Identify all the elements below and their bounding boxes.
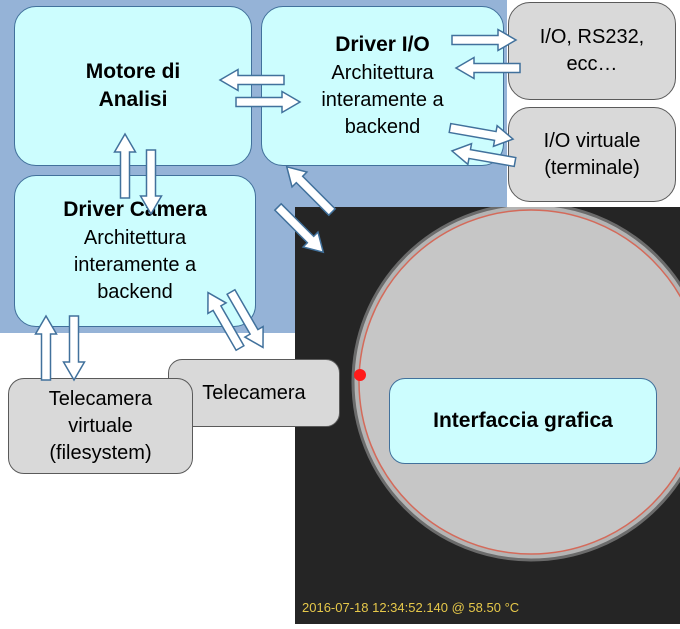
driver-io-line1: Architettura [331, 61, 434, 84]
telecamera-virtuale-line3: (filesystem) [49, 441, 152, 464]
driver-io-box: Driver I/O Architettura interamente a ba… [261, 6, 504, 166]
telecamera-virtuale-line2: virtuale [68, 414, 133, 437]
red-marker-dot [354, 369, 366, 381]
driver-camera-line3: backend [97, 280, 173, 303]
telecamera-label: Telecamera [202, 381, 306, 404]
interfaccia-grafica-box: Interfaccia grafica [389, 378, 657, 464]
motore-title-line2: Analisi [98, 88, 168, 111]
driver-io-title: Driver I/O [335, 33, 430, 57]
io-virtuale-box: I/O virtuale (terminale) [508, 107, 676, 202]
interfaccia-grafica-label: Interfaccia grafica [433, 408, 613, 432]
driver-camera-box: Driver Camera Architettura interamente a… [14, 175, 256, 327]
io-rs232-box: I/O, RS232, ecc… [508, 2, 676, 100]
io-rs232-line2: ecc… [566, 53, 618, 75]
motore-analisi-box: Motore di Analisi [14, 6, 252, 166]
io-virtuale-line2: (terminale) [544, 156, 640, 179]
io-rs232-line1: I/O, RS232, [539, 26, 645, 48]
driver-camera-title: Driver Camera [63, 198, 207, 222]
telecamera-box: Telecamera [168, 359, 340, 427]
driver-camera-line1: Architettura [83, 226, 187, 249]
io-virtuale-line1: I/O virtuale [543, 129, 641, 152]
driver-io-line3: backend [344, 115, 421, 138]
telecamera-virtuale-box: Telecamera virtuale (filesystem) [8, 378, 193, 474]
timestamp-readout: 2016-07-18 12:34:52.140 @ 58.50 °C [302, 600, 520, 615]
motore-title-line1: Motore di [85, 59, 181, 83]
driver-io-line2: interamente a [321, 88, 444, 111]
telecamera-virtuale-line1: Telecamera [48, 387, 153, 410]
driver-camera-line2: interamente a [73, 253, 197, 276]
